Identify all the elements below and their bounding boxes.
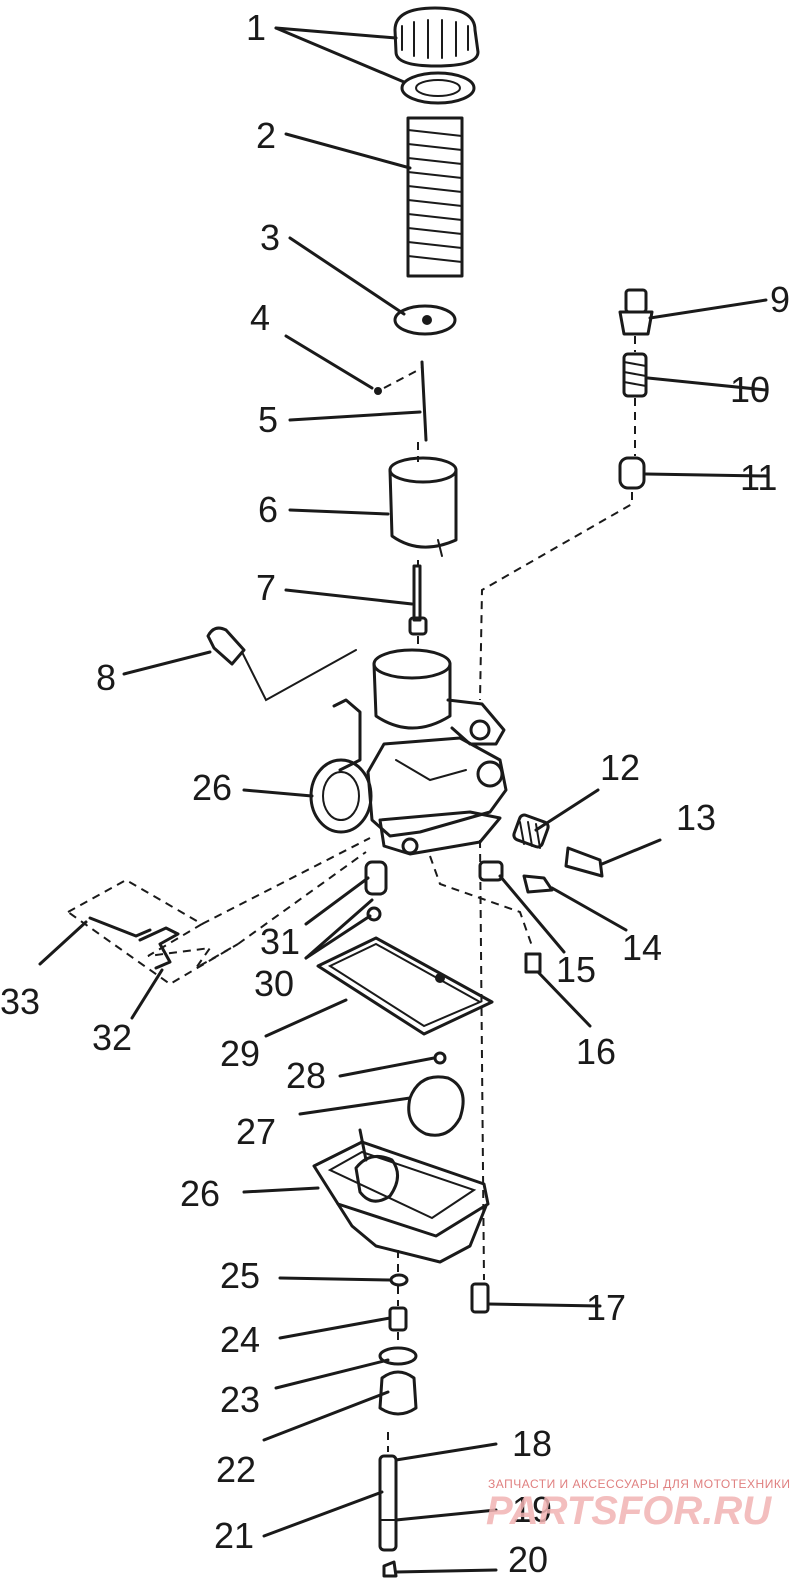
callout-15: 15: [556, 949, 596, 990]
part-17-screw: [470, 839, 490, 1314]
callout-7: 7: [256, 567, 276, 608]
callout-1: 1: [246, 7, 266, 48]
watermark-tagline: ЗАПЧАСТИ И АКСЕССУАРЫ ДЛЯ МОТОТЕХНИКИ: [488, 1477, 790, 1491]
callout-4: 4: [250, 297, 270, 338]
part-6-slide: [388, 456, 458, 557]
callout-31: 31: [260, 921, 300, 962]
watermark: ЗАПЧАСТИ И АКСЕССУАРЫ ДЛЯ МОТОТЕХНИКИ PA…: [486, 1477, 790, 1533]
callout-22: 22: [216, 1449, 256, 1490]
callout-23: 23: [220, 1379, 260, 1420]
part-1-cap: [393, 6, 480, 105]
part-26-float-bowl: [312, 1051, 490, 1264]
part-8-cap: [206, 626, 357, 702]
callout-27: 27: [236, 1111, 276, 1152]
leader-lines: [38, 26, 768, 1574]
callout-20: 20: [508, 1539, 548, 1579]
callout-6: 6: [258, 489, 278, 530]
part-9-10-11-pilot: [479, 288, 654, 701]
callout-25: 25: [220, 1255, 260, 1296]
callout-29: 29: [220, 1033, 260, 1074]
part-3-clip-plate: [393, 304, 457, 336]
carburetor-body: [309, 648, 508, 856]
callout-8: 8: [96, 657, 116, 698]
callout-33: 33: [0, 981, 40, 1022]
part-29-31-gasket: [316, 860, 494, 1036]
callout-3: 3: [260, 217, 280, 258]
callout-26-body: 26: [192, 767, 232, 808]
callout-32: 32: [92, 1017, 132, 1058]
part-12-13-screw: [512, 813, 604, 878]
callout-17: 17: [586, 1287, 626, 1328]
callout-11: 11: [740, 457, 777, 498]
callout-13: 13: [676, 797, 716, 838]
callout-30: 30: [254, 963, 294, 1004]
callout-28: 28: [286, 1055, 326, 1096]
callout-16: 16: [576, 1031, 616, 1072]
part-32-33-linkage: [67, 837, 371, 986]
callout-10: 10: [730, 369, 770, 410]
part-2-spring: [406, 116, 464, 278]
callout-9: 9: [770, 279, 790, 320]
callout-24: 24: [220, 1319, 260, 1360]
callout-labels: 1 2 3 4 5 6 7 8 9 10 11 12 13 14 15 16 1…: [0, 7, 790, 1579]
callout-2: 2: [256, 115, 276, 156]
part-4-5-needle: [374, 360, 428, 442]
part-18-21-bottom: [378, 1432, 398, 1578]
callout-18: 18: [512, 1423, 552, 1464]
callout-14: 14: [622, 927, 662, 968]
callout-21: 21: [214, 1515, 254, 1556]
callout-5: 5: [258, 399, 278, 440]
callout-26-bowl: 26: [180, 1173, 220, 1214]
callout-12: 12: [600, 747, 640, 788]
callout-19: 19: [512, 1489, 552, 1530]
watermark-brand: PARTSFOR.RU: [486, 1489, 772, 1533]
part-22-25-jets: [378, 1250, 418, 1416]
part-7-needle-jet: [408, 442, 428, 650]
